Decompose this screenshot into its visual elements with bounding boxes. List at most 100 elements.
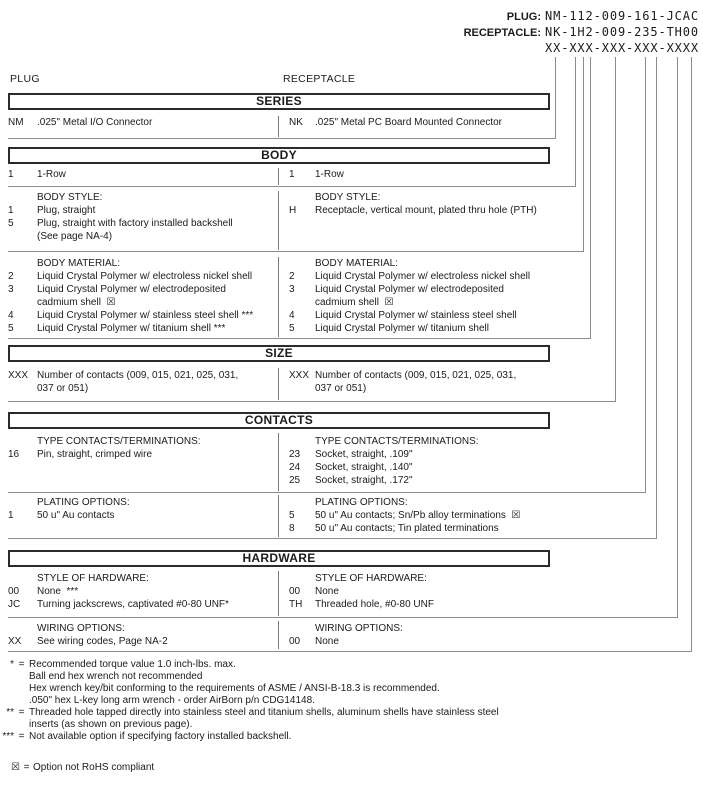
option-row: 25 Socket, straight, .172" xyxy=(289,475,413,487)
option-row: 00 None *** xyxy=(8,586,78,598)
option-code xyxy=(8,383,37,395)
option-desc: 037 or 051) xyxy=(315,383,367,394)
option-code: 2 xyxy=(289,271,295,282)
option-code: 1 xyxy=(8,510,14,521)
footnote-marker: *** xyxy=(2,731,14,742)
option-row: 5 Liquid Crystal Polymer w/ titanium she… xyxy=(8,323,225,335)
plating-heading-plug: PLATING OPTIONS: xyxy=(37,497,130,508)
option-code: 3 xyxy=(289,284,295,295)
option-code: TH xyxy=(289,599,303,610)
contact-type-heading-plug: TYPE CONTACTS/TERMINATIONS: xyxy=(37,436,201,447)
footnote-text: Recommended torque value 1.0 inch-lbs. m… xyxy=(29,659,236,670)
option-desc: Pin, straight, crimped wire xyxy=(37,449,153,460)
option-desc: .025" Metal I/O Connector xyxy=(37,117,153,128)
rohs-note-text: Option not RoHS compliant xyxy=(33,762,155,773)
option-row: 4 Liquid Crystal Polymer w/ stainless st… xyxy=(289,310,517,322)
column-divider xyxy=(278,257,279,337)
column-divider xyxy=(278,191,279,250)
option-code: 16 xyxy=(8,449,20,460)
option-row: 16 Pin, straight, crimped wire xyxy=(8,449,152,461)
option-row: cadmium shell ☒ xyxy=(8,297,115,309)
option-desc: Socket, straight, .172" xyxy=(315,475,413,486)
option-code: XXX xyxy=(8,370,29,381)
body-material-heading-receptacle: BODY MATERIAL: xyxy=(315,258,398,269)
option-code: 5 xyxy=(289,323,295,334)
connector-line-wiring xyxy=(8,57,692,652)
option-desc: Liquid Crystal Polymer w/ stainless stee… xyxy=(315,310,517,321)
wiring-heading-plug: WIRING OPTIONS: xyxy=(37,623,125,634)
column-divider xyxy=(278,571,279,616)
option-code: NK xyxy=(289,117,303,128)
column-divider xyxy=(278,168,279,185)
body-section-header: BODY xyxy=(8,147,550,164)
body-row-plug: 1 1-Row xyxy=(8,169,66,181)
option-code xyxy=(8,231,37,243)
hardware-section-header: HARDWARE xyxy=(8,550,550,567)
option-row: 00 None xyxy=(289,636,339,648)
option-desc: 037 or 051) xyxy=(37,383,89,394)
option-code: JC xyxy=(8,599,21,610)
option-code: 24 xyxy=(289,462,301,473)
option-desc: Socket, straight, .109" xyxy=(315,449,413,460)
option-desc: Turning jackscrews, captivated #0-80 UNF… xyxy=(37,599,229,610)
option-row: 3 Liquid Crystal Polymer w/ electrodepos… xyxy=(289,284,504,296)
option-row: 5 50 u" Au contacts; Sn/Pb alloy termina… xyxy=(289,510,520,522)
option-desc: .025" Metal PC Board Mounted Connector xyxy=(315,117,502,128)
size-row-receptacle-cont: 037 or 051) xyxy=(289,383,366,395)
option-code: 5 xyxy=(8,218,14,229)
option-desc: (See page NA-4) xyxy=(37,231,113,242)
option-code: XXX xyxy=(289,370,310,381)
option-desc: Liquid Crystal Polymer w/ electroless ni… xyxy=(315,271,531,282)
connector-line-hardware-style xyxy=(8,57,678,618)
footnote-text: Ball end hex wrench not recommended xyxy=(29,671,203,682)
option-row: (See page NA-4) xyxy=(8,231,112,243)
option-code: 23 xyxy=(289,449,301,460)
option-desc: Plug, straight xyxy=(37,205,96,216)
option-row: 4 Liquid Crystal Polymer w/ stainless st… xyxy=(8,310,253,322)
receptacle-column-label: RECEPTACLE xyxy=(283,73,356,85)
connector-line-series xyxy=(8,57,556,139)
footnotes: * = Recommended torque value 1.0 inch-lb… xyxy=(0,659,499,743)
option-desc: Liquid Crystal Polymer w/ electrodeposit… xyxy=(37,284,226,295)
footnote-line: Ball end hex wrench not recommended xyxy=(0,671,499,683)
option-row: 5 Plug, straight with factory installed … xyxy=(8,218,233,230)
plug-column-label: PLUG xyxy=(10,73,40,85)
column-divider xyxy=(278,368,279,400)
option-desc: Liquid Crystal Polymer w/ titanium shell xyxy=(315,323,489,334)
footnote-line: Hex wrench key/bit conforming to the req… xyxy=(0,683,499,695)
connector-line-body-material xyxy=(8,57,591,339)
option-code: 4 xyxy=(8,310,14,321)
option-row: 1 Plug, straight xyxy=(8,205,95,217)
footnote-text: Hex wrench key/bit conforming to the req… xyxy=(29,683,440,694)
contact-type-heading-receptacle: TYPE CONTACTS/TERMINATIONS: xyxy=(315,436,479,447)
rohs-note: ☒ = Option not RoHS compliant xyxy=(0,762,154,774)
body-material-heading-plug: BODY MATERIAL: xyxy=(37,258,120,269)
size-section-header: SIZE xyxy=(8,345,550,362)
connector-line-contact-type xyxy=(8,57,646,493)
option-code: 00 xyxy=(289,586,301,597)
option-row: 2 Liquid Crystal Polymer w/ electroless … xyxy=(8,271,252,283)
option-row: 2 Liquid Crystal Polymer w/ electroless … xyxy=(289,271,530,283)
option-code: XX xyxy=(8,636,22,647)
footnote-text: Not available option if specifying facto… xyxy=(29,731,292,742)
option-code: 1 xyxy=(8,205,14,216)
plug-part-number-value: NM-112-009-161-JCAC xyxy=(545,9,699,23)
option-row: cadmium shell ☒ xyxy=(289,297,393,309)
option-desc: Liquid Crystal Polymer w/ titanium shell… xyxy=(37,323,226,334)
series-receptacle-row: NK .025" Metal PC Board Mounted Connecto… xyxy=(289,117,502,129)
option-code: 1 xyxy=(8,169,14,180)
body-style-heading-plug: BODY STYLE: xyxy=(37,192,103,203)
option-code xyxy=(8,297,37,309)
option-desc: None *** xyxy=(37,586,79,597)
option-desc: 50 u" Au contacts; Tin plated terminatio… xyxy=(315,523,499,534)
option-desc: cadmium shell ☒ xyxy=(37,297,116,308)
option-row: 1 50 u" Au contacts xyxy=(8,510,115,522)
option-row: H Receptacle, vertical mount, plated thr… xyxy=(289,205,537,217)
option-row: 5 Liquid Crystal Polymer w/ titanium she… xyxy=(289,323,489,335)
option-code: 4 xyxy=(289,310,295,321)
footnote-text: Threaded hole tapped directly into stain… xyxy=(29,707,499,718)
footnote-line: ** = Threaded hole tapped directly into … xyxy=(0,707,499,719)
wiring-heading-receptacle: WIRING OPTIONS: xyxy=(315,623,403,634)
column-divider xyxy=(278,495,279,537)
size-row-receptacle: XXX Number of contacts (009, 015, 021, 0… xyxy=(289,370,516,382)
